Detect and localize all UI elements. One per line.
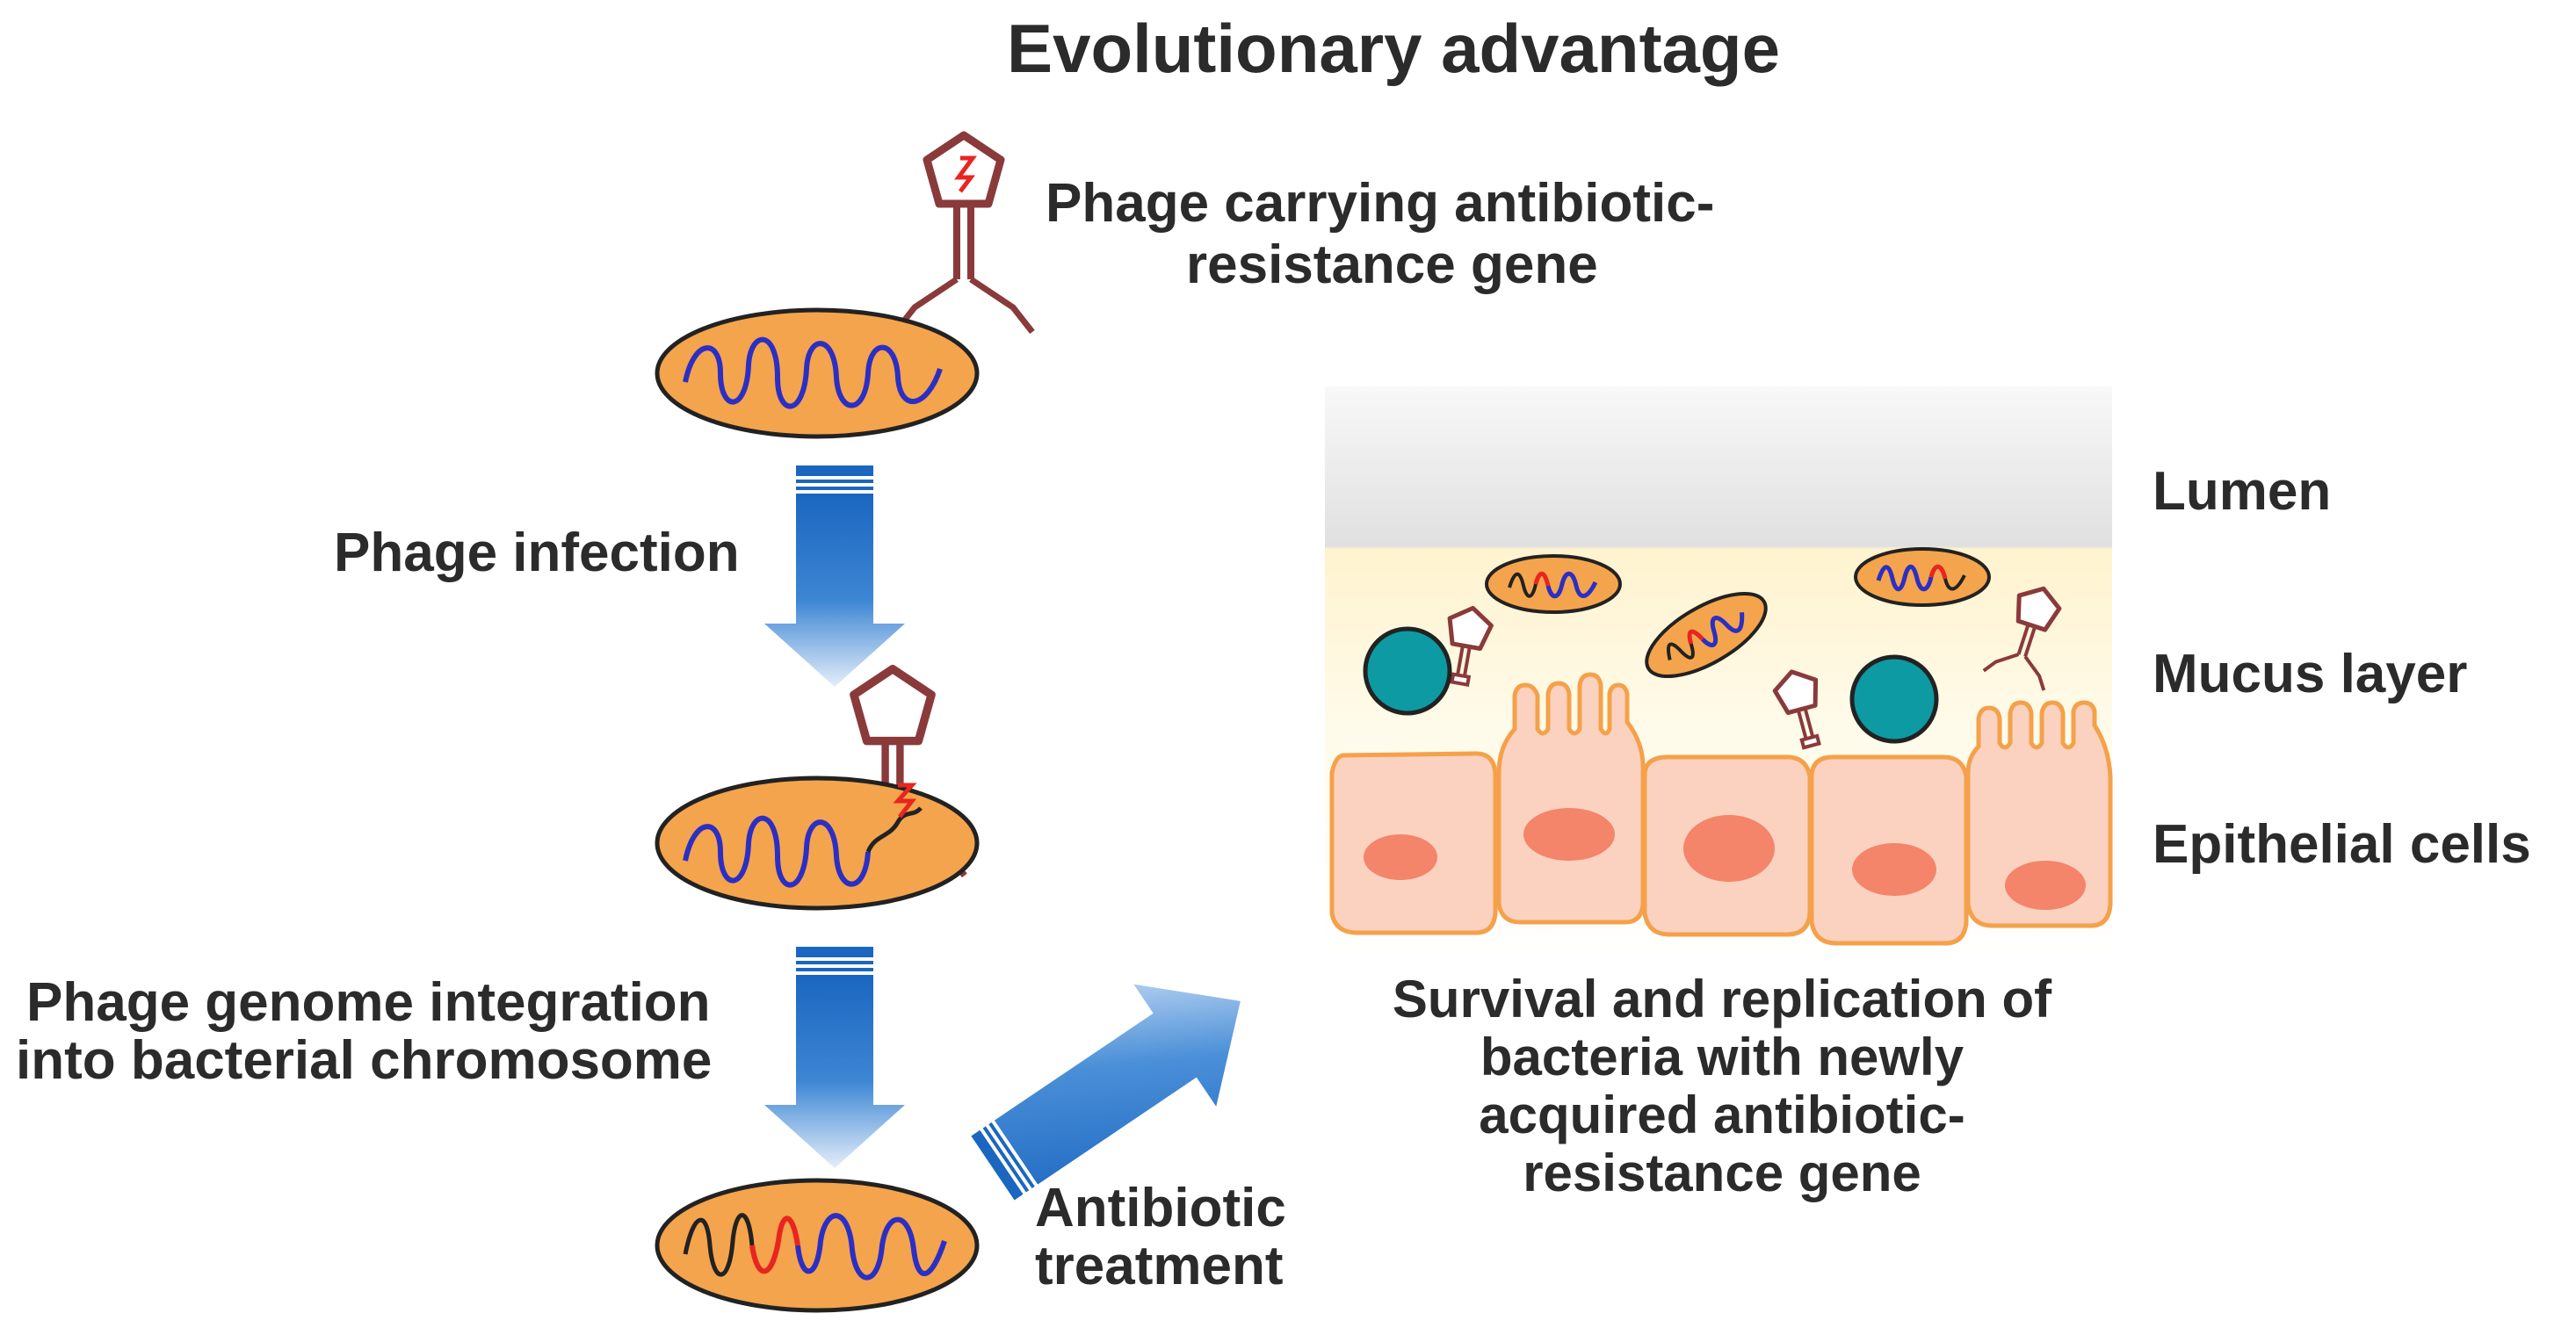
- goblet-cell-icon: [1363, 626, 1452, 716]
- outcome-line1: Survival and replication of: [1393, 970, 2052, 1028]
- bacterium-icon: [1645, 591, 1768, 679]
- bacterium-icon: [655, 307, 980, 439]
- outcome-line4: resistance gene: [1523, 1144, 1921, 1202]
- bacterium-icon: [1854, 547, 1991, 607]
- step-integration-line2: into bacterial chromosome: [16, 1030, 712, 1091]
- epithelial-cell-icon: [1496, 672, 1646, 925]
- nucleus-icon: [2005, 861, 2086, 910]
- block-arrow-icon: [971, 984, 1241, 1201]
- step-phage-infection: Phage infection: [334, 523, 740, 583]
- step-antibiotic-line1: Antibiotic: [1035, 1178, 1286, 1238]
- bacterium-icon: [655, 1178, 980, 1313]
- outcome-line3: acquired antibiotic-: [1479, 1086, 1965, 1144]
- phage-icon: [1982, 586, 2062, 691]
- step-integration-line1: Phage genome integration: [26, 972, 711, 1033]
- nucleus-icon: [1523, 808, 1615, 861]
- outcome-line2: bacteria with newly: [1480, 1028, 1965, 1086]
- block-arrow-icon: [764, 947, 905, 1168]
- gut-cross-section: [1325, 386, 2113, 957]
- label-mucus-layer: Mucus layer: [2153, 644, 2467, 704]
- block-arrow-icon: [764, 465, 905, 687]
- goblet-cell-icon: [1849, 654, 1939, 744]
- phage-label-line1: Phage carrying antibiotic-: [1046, 173, 1714, 234]
- phage-icon: [895, 135, 1032, 332]
- nucleus-icon: [1683, 815, 1775, 882]
- phage-label-line2: resistance gene: [1186, 234, 1598, 295]
- label-epithelial-cells: Epithelial cells: [2153, 814, 2531, 875]
- step-antibiotic-line2: treatment: [1035, 1236, 1284, 1296]
- diagram-title: Evolutionary advantage: [1007, 10, 1780, 87]
- bacterium-icon: [1485, 554, 1622, 614]
- nucleus-icon: [1364, 834, 1437, 880]
- nucleus-icon: [1852, 843, 1936, 896]
- label-lumen: Lumen: [2153, 461, 2331, 522]
- bacterium-icon: [655, 776, 980, 911]
